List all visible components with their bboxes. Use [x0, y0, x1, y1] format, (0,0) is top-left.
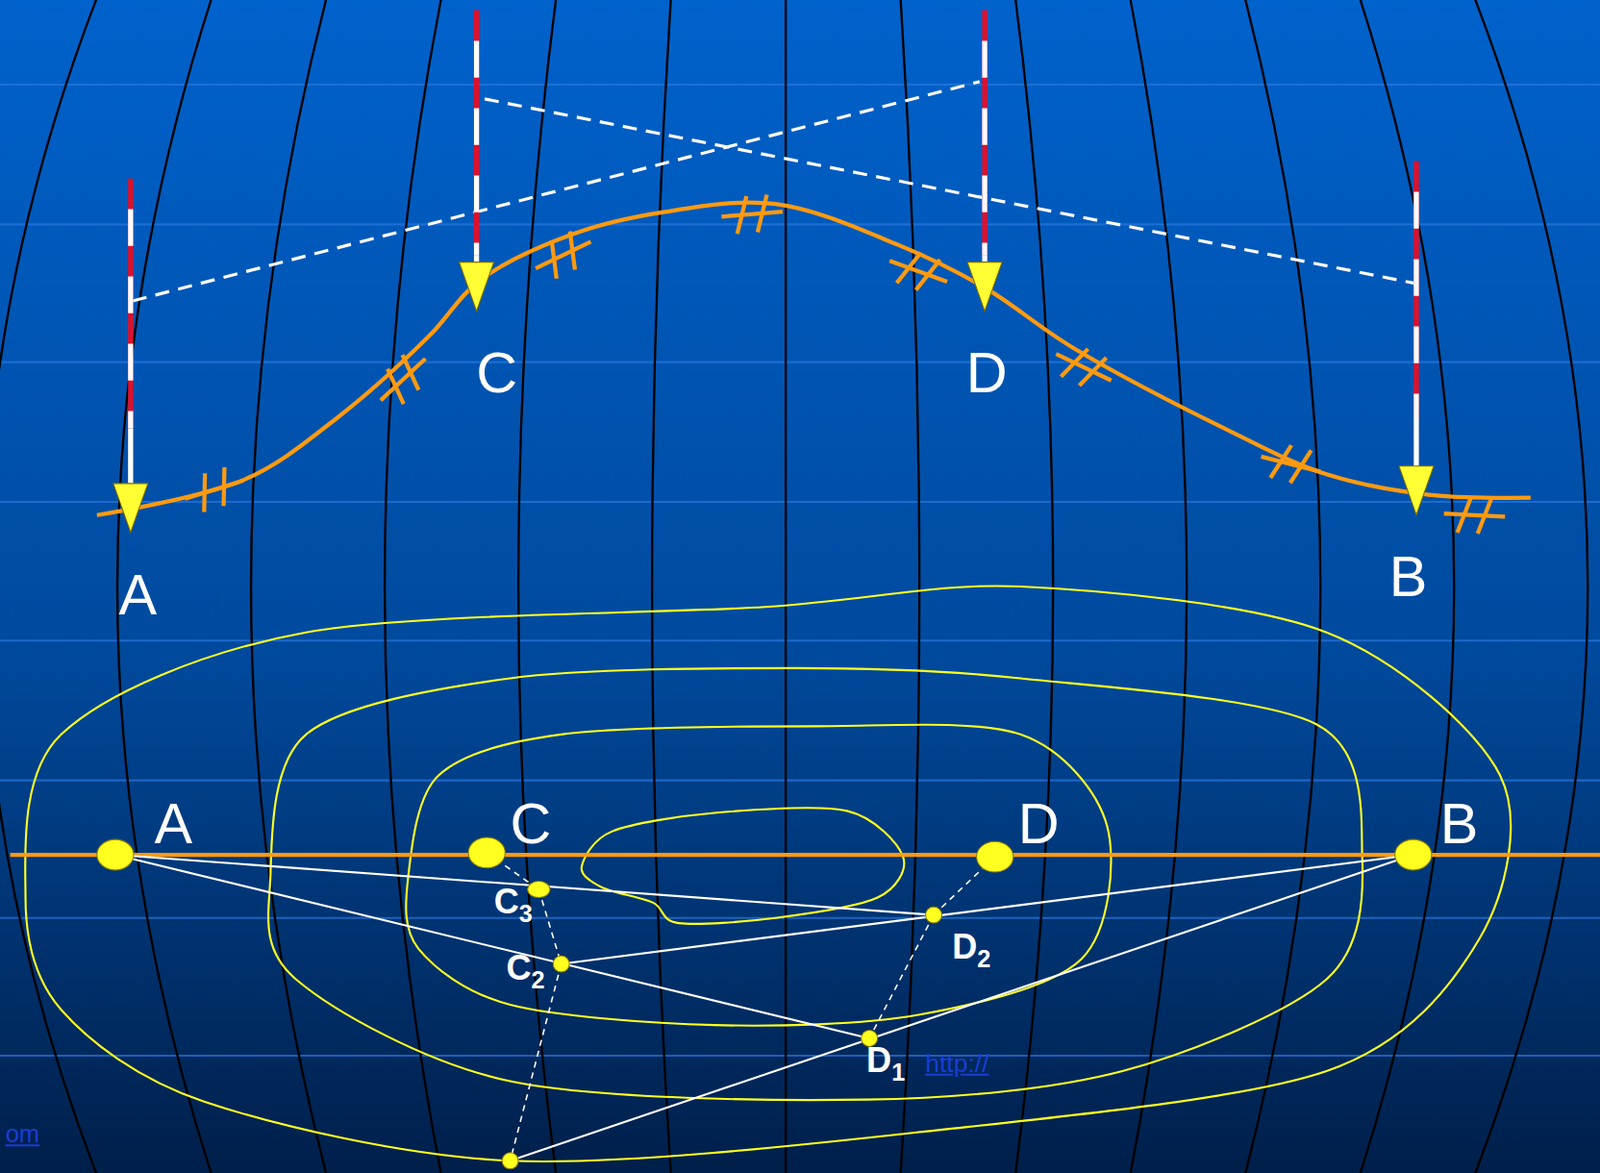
meridian-line: [250, 0, 329, 1173]
slope-tick: [889, 252, 948, 291]
point-label: C3: [494, 885, 533, 927]
station-point: [97, 839, 134, 871]
grid-line: [0, 223, 1600, 225]
station-label: D: [1018, 796, 1060, 853]
meridian-line: [1471, 0, 1588, 1173]
point-label: D2: [951, 930, 991, 973]
meridian-line: [900, 0, 920, 1173]
contour-line: [25, 585, 1511, 1162]
grid-line: [0, 500, 1600, 503]
meridian-line: [1356, 0, 1454, 1173]
station-label: A: [118, 566, 157, 624]
slope-tick: [1261, 445, 1322, 483]
station-point: [1395, 839, 1432, 871]
ranging-pole: [1399, 161, 1434, 516]
meridian-line: [1128, 0, 1187, 1173]
slope-tick: [1055, 349, 1111, 386]
construction-point: [501, 1152, 519, 1170]
contour-plan: [10, 585, 1600, 1169]
station-label: D: [966, 345, 1008, 402]
construction-point: [527, 881, 550, 899]
offset-line: [538, 889, 561, 964]
slope-tick: [380, 354, 426, 404]
watermark: http://: [925, 1050, 989, 1077]
point-label: C2: [505, 951, 545, 994]
grid-line: [0, 361, 1600, 364]
meridian-line: [117, 0, 215, 1173]
slope-tick: [1444, 496, 1506, 534]
ranging-pole: [459, 10, 495, 312]
station-label: A: [154, 796, 194, 853]
grid-line: [0, 779, 1600, 782]
grid-line: [0, 83, 1600, 86]
meridian-line: [784, 0, 787, 1173]
construction-point: [552, 955, 570, 973]
contour-line: [268, 668, 1363, 1100]
construction-line: [115, 854, 870, 1039]
meridian-line: [518, 0, 557, 1173]
offset-line: [510, 964, 562, 1162]
construction-line: [510, 854, 1414, 1161]
station-label: B: [1440, 796, 1479, 853]
contour-line: [581, 807, 905, 925]
meridian-line: [651, 0, 672, 1173]
station-point: [976, 841, 1014, 873]
construction-point: [925, 906, 943, 924]
ranging-pole: [967, 10, 1002, 312]
ground-profile: [97, 202, 1531, 516]
station-label: C: [509, 796, 551, 853]
contour-line: [405, 725, 1111, 1026]
point-label: D1: [866, 1043, 905, 1085]
survey-line: [10, 852, 1600, 857]
slope-tick: [721, 194, 782, 234]
station-label: B: [1389, 548, 1428, 605]
watermark: om: [5, 1122, 40, 1147]
ranging-pole: [113, 178, 149, 533]
slope-tick: [535, 231, 591, 279]
meridian-line: [384, 0, 443, 1173]
terrain-profile: [97, 10, 1531, 534]
slope-tick: [184, 467, 244, 513]
offset-line: [869, 915, 934, 1039]
station-label: C: [475, 345, 518, 402]
grid-line: [0, 639, 1600, 642]
meridian-line: [0, 0, 100, 1173]
meridian-line: [1243, 0, 1322, 1173]
sight-line: [484, 99, 1417, 284]
station-point: [468, 837, 505, 869]
